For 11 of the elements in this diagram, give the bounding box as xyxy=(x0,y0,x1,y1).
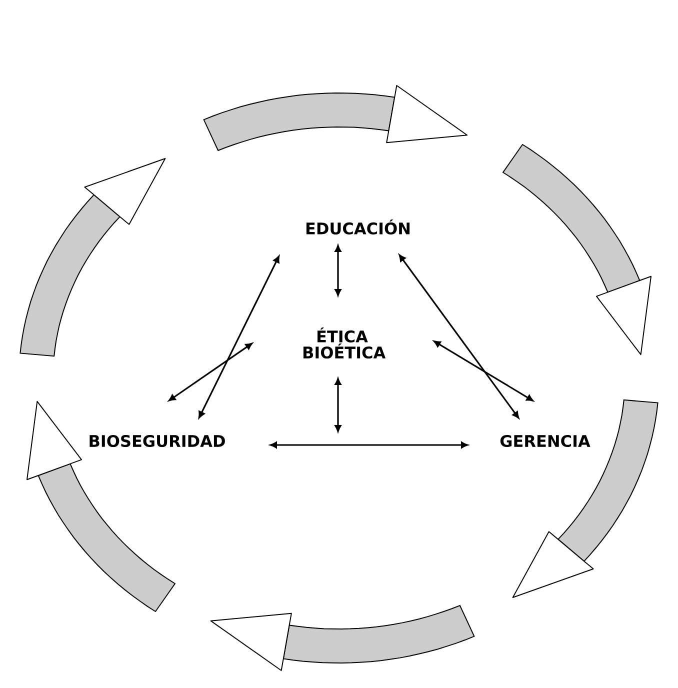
double-arrow xyxy=(270,442,468,448)
concept-label: BIOSEGURIDAD xyxy=(90,434,225,448)
double-arrow xyxy=(198,256,280,418)
concept-label: ÉTICA BIOÉTICA xyxy=(303,327,386,359)
concept-label: GERENCIA xyxy=(500,434,590,448)
double-arrow xyxy=(334,378,342,432)
double-arrow xyxy=(168,342,252,402)
concept-label: EDUCACIÓN xyxy=(306,219,410,235)
double-arrow xyxy=(434,340,534,402)
double-arrow xyxy=(334,245,342,296)
double-arrow xyxy=(398,254,520,419)
